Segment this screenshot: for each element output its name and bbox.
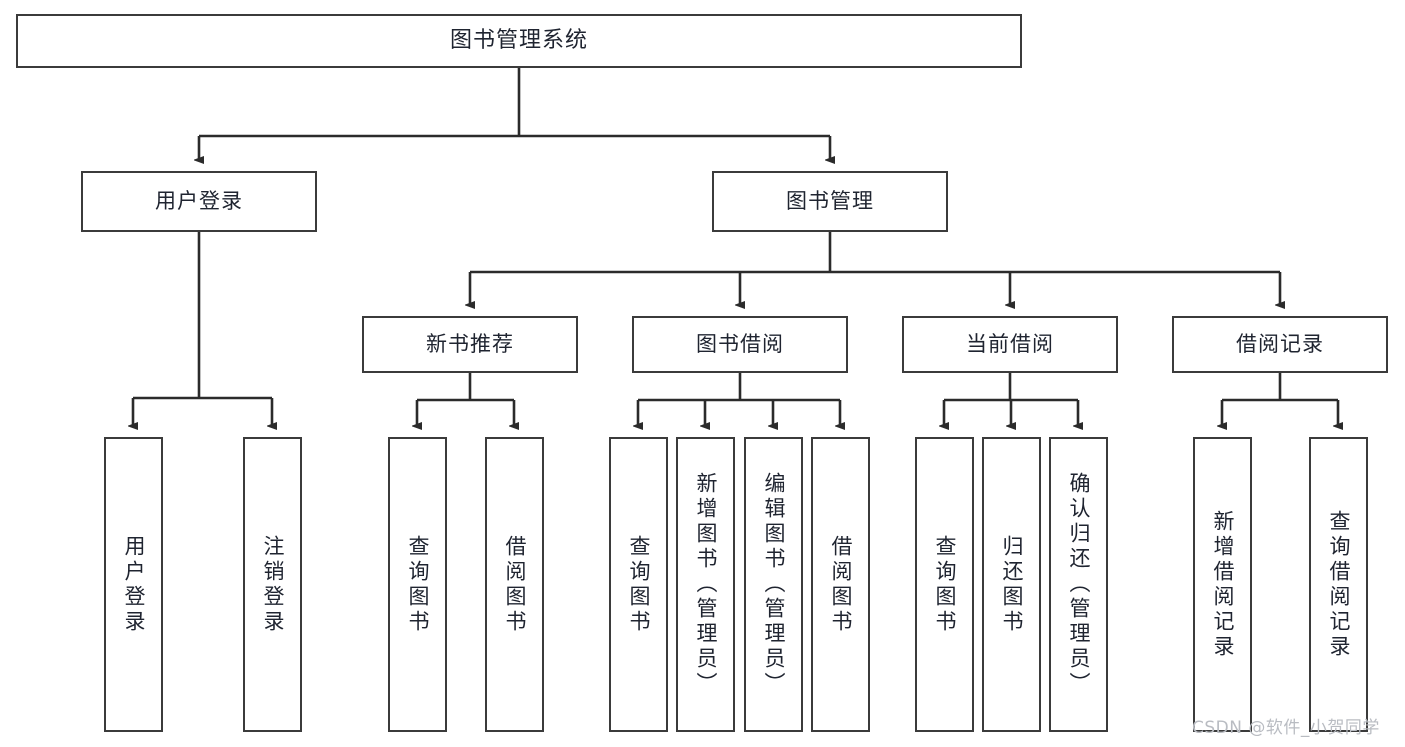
node-label: 归还图书 (1000, 534, 1024, 635)
node-label: 查询图书 (406, 534, 430, 635)
leaf-user-login-login[interactable]: 用户登录 (104, 437, 163, 732)
node-label: 图书借阅 (696, 332, 784, 357)
leaf-borrow-query-book[interactable]: 查询图书 (609, 437, 668, 732)
node-root-system[interactable]: 图书管理系统 (16, 14, 1022, 68)
node-label: 编辑图书（管理员） (762, 472, 786, 697)
node-new-book-recommend[interactable]: 新书推荐 (362, 316, 578, 373)
leaf-current-confirm-return-admin[interactable]: 确认归还（管理员） (1049, 437, 1108, 732)
node-label: 查询借阅记录 (1327, 509, 1351, 660)
node-label: 图书管理系统 (449, 28, 588, 54)
node-label: 新增借阅记录 (1211, 509, 1235, 660)
leaf-user-login-logout[interactable]: 注销登录 (243, 437, 302, 732)
leaf-current-query-book[interactable]: 查询图书 (915, 437, 974, 732)
node-label: 当前借阅 (966, 332, 1054, 357)
leaf-borrow-edit-book-admin[interactable]: 编辑图书（管理员） (744, 437, 803, 732)
leaf-borrow-borrow-book[interactable]: 借阅图书 (811, 437, 870, 732)
node-book-management[interactable]: 图书管理 (712, 171, 948, 232)
leaf-record-add-record[interactable]: 新增借阅记录 (1193, 437, 1252, 732)
watermark: CSDN @软件_小贺同学 (1192, 718, 1380, 738)
node-user-login[interactable]: 用户登录 (81, 171, 317, 232)
leaf-recommend-query-book[interactable]: 查询图书 (388, 437, 447, 732)
node-label: 确认归还（管理员） (1067, 472, 1091, 697)
node-borrow-record[interactable]: 借阅记录 (1172, 316, 1388, 373)
node-label: 查询图书 (627, 534, 651, 635)
node-current-borrow[interactable]: 当前借阅 (902, 316, 1118, 373)
node-label: 借阅图书 (829, 534, 853, 635)
node-label: 新书推荐 (426, 332, 514, 357)
node-label: 借阅记录 (1236, 332, 1324, 357)
node-label: 用户登录 (155, 189, 243, 214)
node-label: 新增图书（管理员） (694, 472, 718, 697)
leaf-current-return-book[interactable]: 归还图书 (982, 437, 1041, 732)
leaf-recommend-borrow-book[interactable]: 借阅图书 (485, 437, 544, 732)
node-label: 借阅图书 (503, 534, 527, 635)
node-label: 注销登录 (261, 534, 285, 635)
leaf-borrow-add-book-admin[interactable]: 新增图书（管理员） (676, 437, 735, 732)
node-book-borrow[interactable]: 图书借阅 (632, 316, 848, 373)
leaf-record-query-record[interactable]: 查询借阅记录 (1309, 437, 1368, 732)
node-label: 查询图书 (933, 534, 957, 635)
node-label: 图书管理 (786, 189, 874, 214)
node-label: 用户登录 (122, 534, 146, 635)
